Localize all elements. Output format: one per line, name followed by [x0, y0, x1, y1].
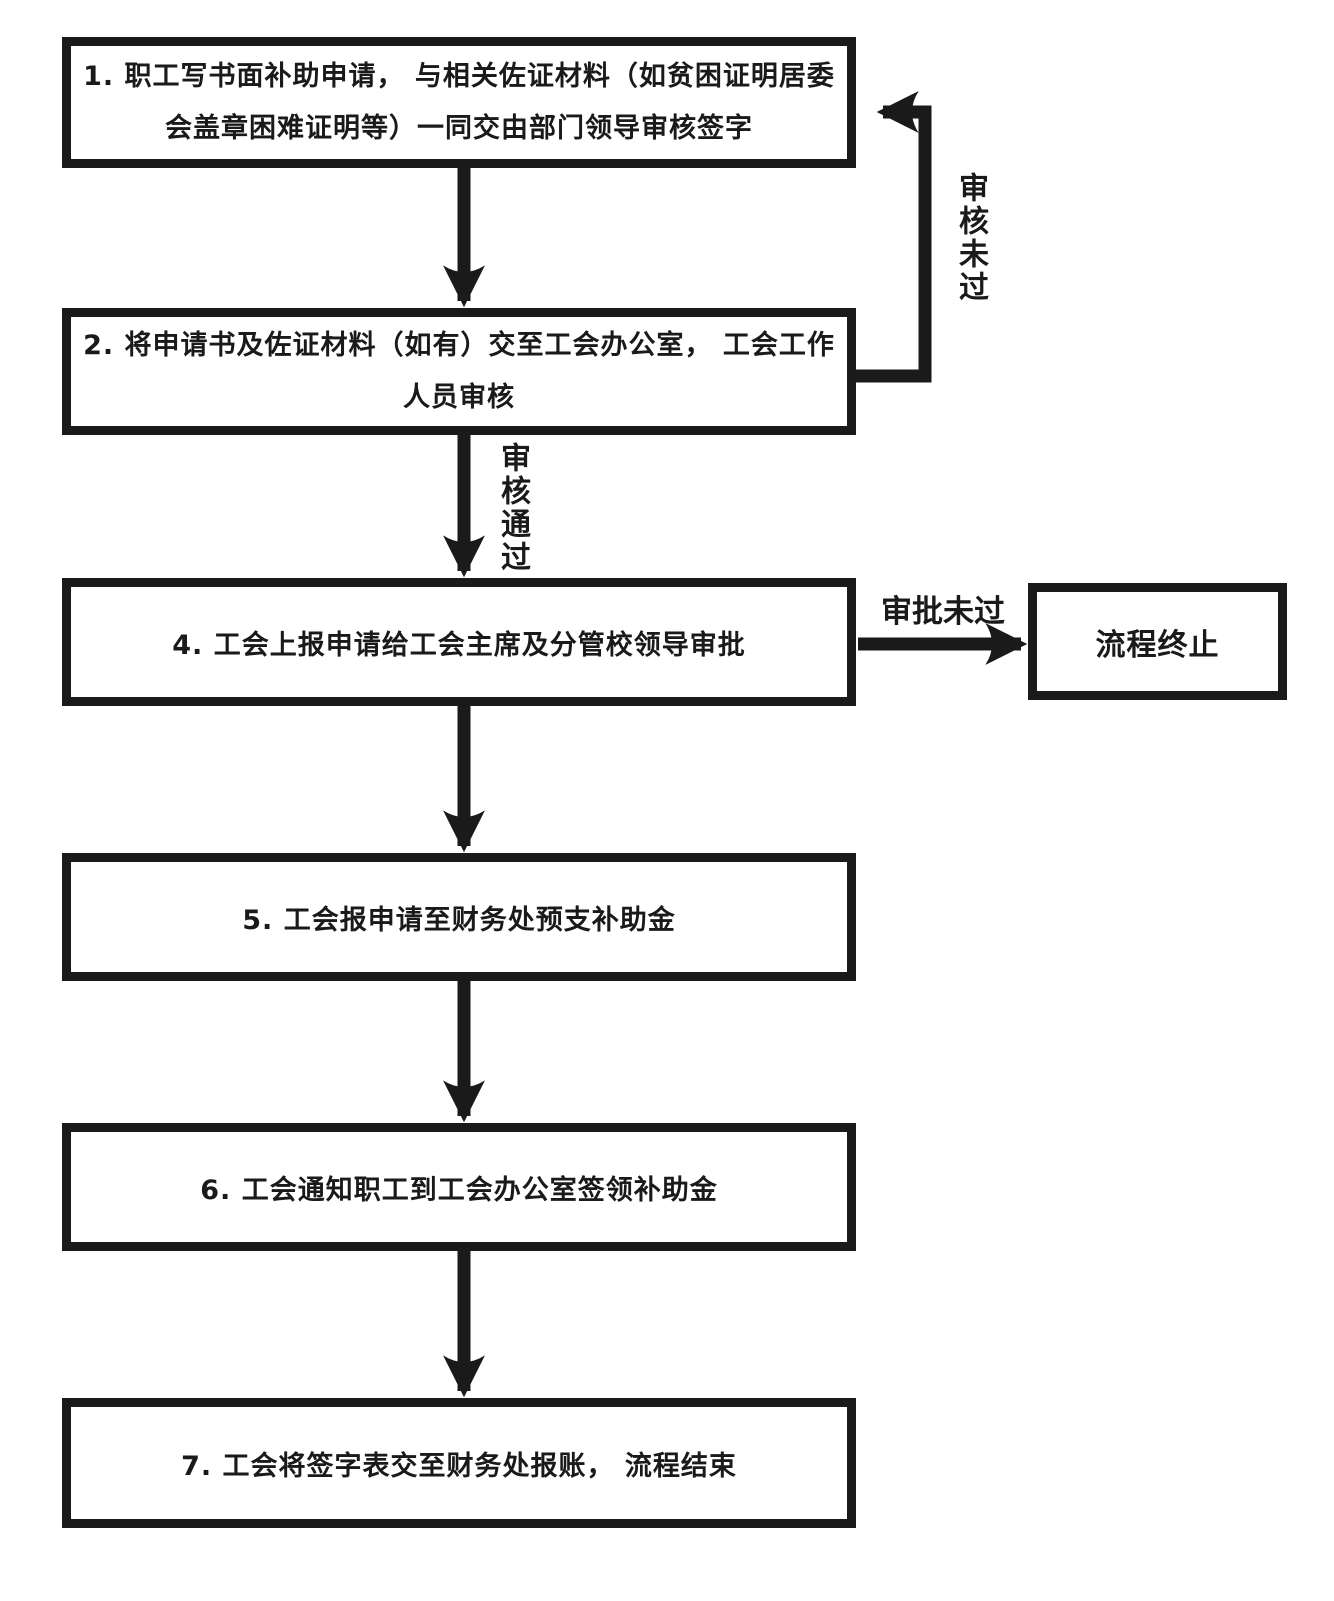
node-terminate-text: 流程终止	[1095, 627, 1220, 663]
node-step6: 6. 工会通知职工到工会办公室签领补助金	[62, 1123, 856, 1251]
node-step6-text: 6. 工会通知职工到工会办公室签领补助金	[200, 1174, 718, 1206]
node-step2-text-line2: 人员审核	[403, 381, 515, 413]
node-step1-text-line1: 1. 职工写书面补助申请， 与相关佐证材料（如贫困证明居委	[83, 60, 835, 92]
node-step7: 7. 工会将签字表交至财务处报账， 流程结束	[62, 1398, 856, 1528]
node-step4-text: 4. 工会上报申请给工会主席及分管校领导审批	[172, 629, 746, 661]
node-step2: 2. 将申请书及佐证材料（如有）交至工会办公室， 工会工作 人员审核	[62, 308, 856, 435]
arrow-step2-to-step1-loop	[856, 91, 932, 383]
node-step5-text: 5. 工会报申请至财务处预支补助金	[242, 904, 676, 936]
edge-label-review-passed: 审核通过	[495, 442, 530, 574]
node-step4: 4. 工会上报申请给工会主席及分管校领导审批	[62, 578, 856, 706]
edge-label-review-not-passed: 审核未过	[953, 172, 988, 304]
edge-label-approval-not-passed: 审批未过	[881, 594, 1005, 630]
node-step1: 1. 职工写书面补助申请， 与相关佐证材料（如贫困证明居委 会盖章困难证明等）一…	[62, 37, 856, 168]
node-terminate: 流程终止	[1028, 583, 1287, 700]
node-step7-text: 7. 工会将签字表交至财务处报账， 流程结束	[181, 1450, 737, 1482]
node-step5: 5. 工会报申请至财务处预支补助金	[62, 853, 856, 981]
node-step2-text-line1: 2. 将申请书及佐证材料（如有）交至工会办公室， 工会工作	[83, 329, 835, 361]
node-step1-text-line2: 会盖章困难证明等）一同交由部门领导审核签字	[165, 112, 753, 144]
